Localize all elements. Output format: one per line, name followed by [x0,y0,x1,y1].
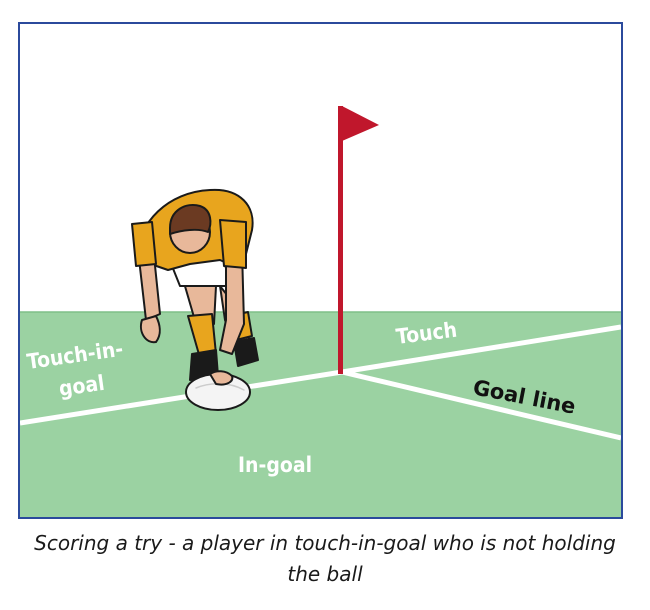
figure-caption: Scoring a try - a player in touch-in-goa… [0,528,650,590]
caption-line-2: the ball [287,562,363,586]
corner-flag-icon [342,106,379,141]
in-goal-label: In-goal [238,453,312,477]
caption-line-1: Scoring a try - a player in touch-in-goa… [34,531,616,555]
try-scoring-illustration: Touch-in- goal Touch Goal line In-goal [20,106,621,517]
diagram-frame: Touch-in- goal Touch Goal line In-goal [18,22,623,519]
goal-line [341,369,621,441]
rugby-player-icon [131,188,259,411]
corner-flag-pole [338,106,343,374]
touch-in-goal-line [20,369,343,426]
touch-line [341,324,621,375]
